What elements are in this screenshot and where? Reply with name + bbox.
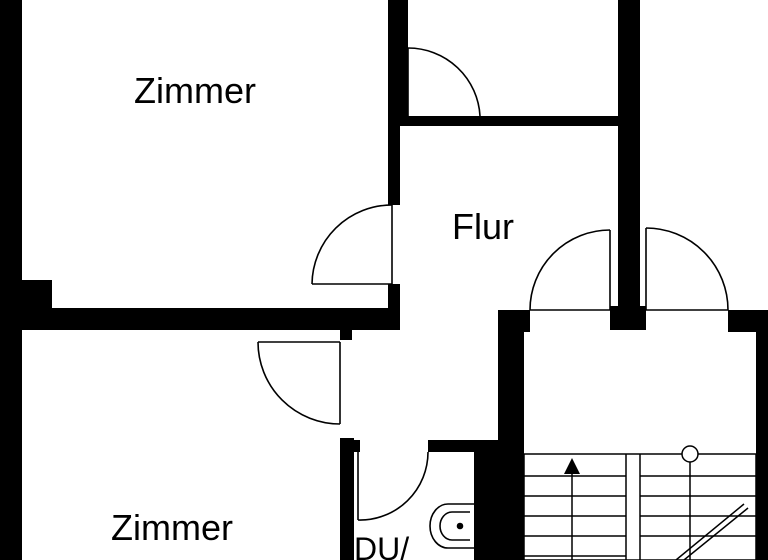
circle-icon — [681, 445, 699, 463]
wall-room-shower — [340, 438, 354, 560]
wall-rooms-divider-lip — [22, 280, 52, 310]
door-room-top — [311, 204, 393, 285]
arrow-up-icon — [564, 458, 580, 474]
washbasin-icon — [429, 503, 474, 549]
wall-stair-top-mid — [610, 306, 646, 330]
wall-shower-stair — [474, 440, 500, 560]
doors — [257, 47, 729, 521]
room-label-bottom-left: Zimmer — [111, 507, 233, 548]
wall-closet-left — [398, 0, 408, 120]
door-stair-left — [529, 229, 611, 311]
door-room-bottom — [257, 341, 341, 425]
door-shower — [357, 451, 429, 521]
wall-hall-right — [618, 0, 640, 328]
wall-stair-left — [498, 310, 524, 560]
room-label-hallway: Flur — [452, 206, 514, 247]
wall-closet-bottom — [398, 116, 618, 126]
wall-rooms-divider — [0, 308, 400, 330]
wall-left-exterior — [0, 0, 22, 560]
wall-stair-top-left — [498, 310, 530, 332]
wall-bottom-room-top-right — [340, 328, 352, 340]
staircase — [523, 453, 757, 560]
room-label-top-left: Zimmer — [134, 70, 256, 111]
wall-shower-top-left — [352, 440, 360, 452]
wall-room-hall-lower-stub — [388, 284, 400, 330]
wall-right-exterior — [756, 310, 768, 560]
room-label-shower: DU/ — [354, 531, 409, 560]
door-stair-right — [645, 227, 729, 311]
wall-room-hall-upper — [388, 0, 400, 205]
door-closet — [407, 47, 481, 117]
